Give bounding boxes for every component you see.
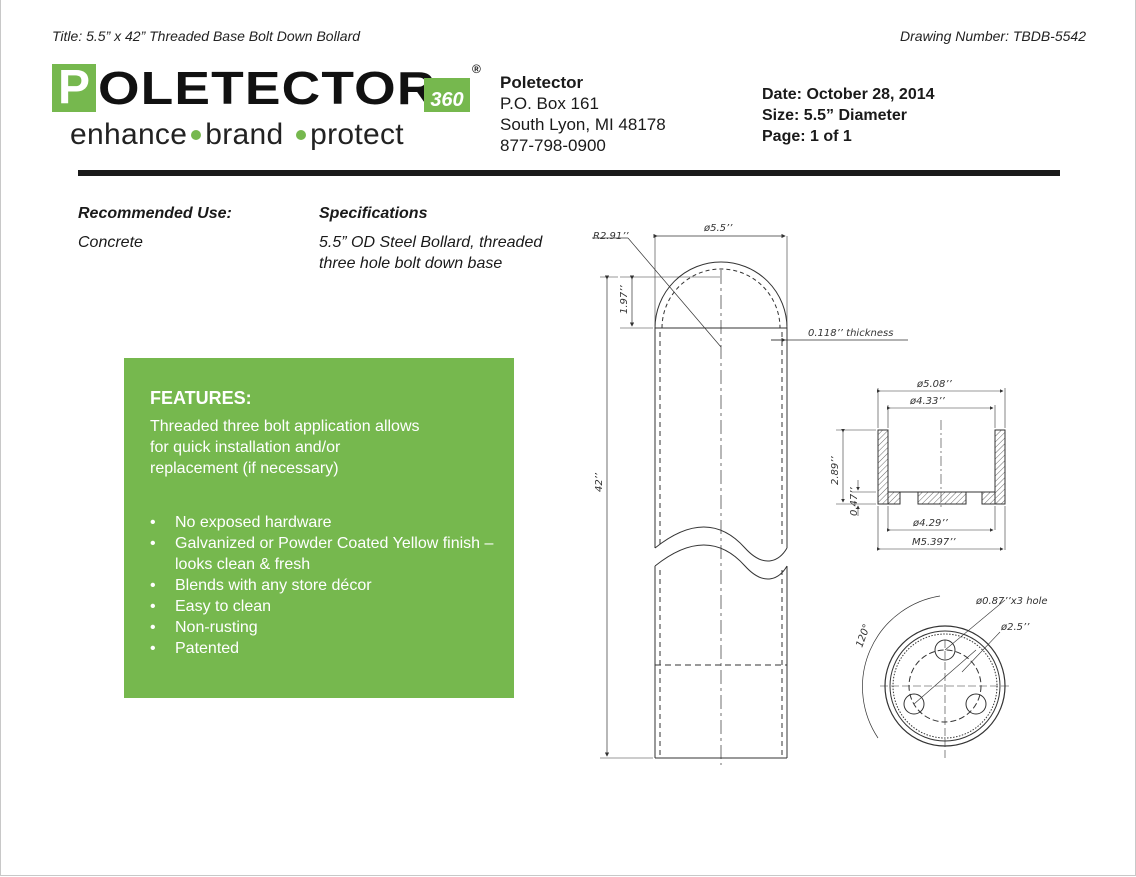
dim-base-inner: ø4.33’’ bbox=[909, 396, 946, 407]
registered-mark: ® bbox=[472, 62, 481, 76]
dim-holes: ø0.87’’x3 hole bbox=[975, 596, 1048, 607]
features-list: No exposed hardware Galvanized or Powder… bbox=[150, 512, 495, 659]
dim-angle: 120° bbox=[854, 623, 873, 649]
base-plan-view bbox=[862, 595, 1010, 760]
dim-dome-height: 1.97’’ bbox=[619, 285, 630, 314]
company-name: Poletector bbox=[500, 73, 584, 92]
company-po-box: P.O. Box 161 bbox=[500, 94, 599, 113]
dim-bore: ø4.29’’ bbox=[912, 518, 949, 529]
feature-item: No exposed hardware bbox=[150, 512, 495, 533]
poletector-logo: P OLETECTOR 360 ® enhance brand protect bbox=[52, 62, 492, 164]
tagline-dot-icon bbox=[191, 130, 202, 141]
dim-base-plate: 0.47’’ bbox=[849, 487, 860, 516]
feature-item: Blends with any store décor bbox=[150, 575, 495, 596]
dim-length: 42’’ bbox=[594, 472, 605, 492]
recommended-use-heading: Recommended Use: bbox=[78, 205, 232, 222]
recommended-use-value: Concrete bbox=[78, 234, 143, 251]
company-city: South Lyon, MI 48178 bbox=[500, 115, 666, 134]
drawing-number: Drawing Number: TBDB-5542 bbox=[900, 28, 1086, 44]
bollard-dimension-labels: R2.91’’ ø5.5’’ 1.97’’ 0.118’’ thickness … bbox=[593, 223, 893, 492]
plan-dimension-labels: ø0.87’’x3 hole ø2.5’’ 120° bbox=[854, 596, 1047, 649]
feature-item: Easy to clean bbox=[150, 596, 495, 617]
meta-date: Date: October 28, 2014 bbox=[762, 86, 935, 103]
meta-size: Size: 5.5” Diameter bbox=[762, 107, 907, 124]
feature-item: Galvanized or Powder Coated Yellow finis… bbox=[150, 533, 495, 575]
features-intro: Threaded three bolt application allows f… bbox=[150, 418, 420, 477]
dim-base-outer: ø5.08’’ bbox=[916, 379, 953, 390]
feature-item: Patented bbox=[150, 638, 495, 659]
logo-first-letter: P bbox=[52, 64, 96, 112]
drawing-title: Title: 5.5” x 42” Threaded Base Bolt Dow… bbox=[52, 28, 361, 44]
base-dimension-labels: ø5.08’’ ø4.33’’ 2.89’’ 0.47’’ ø4.29’’ M5… bbox=[830, 379, 956, 548]
tagline-enhance: enhance bbox=[70, 118, 188, 151]
dim-thread: M5.397’’ bbox=[912, 537, 956, 548]
logo-wordmark: P OLETECTOR bbox=[52, 64, 435, 112]
meta-page: Page: 1 of 1 bbox=[762, 128, 852, 145]
tagline-dot-icon bbox=[296, 130, 307, 141]
dim-bolt-circle: ø2.5’’ bbox=[1000, 622, 1030, 633]
dim-top-diameter: ø5.5’’ bbox=[703, 223, 733, 234]
tagline-brand: brand bbox=[205, 118, 284, 151]
company-address: Poletector P.O. Box 161 South Lyon, MI 4… bbox=[500, 72, 666, 156]
features-panel: FEATURES: Threaded three bolt applicatio… bbox=[124, 358, 514, 698]
logo-tagline: enhance brand protect bbox=[70, 118, 404, 152]
company-phone: 877-798-0900 bbox=[500, 136, 606, 155]
dim-thickness: 0.118’’ thickness bbox=[808, 328, 893, 339]
tagline-protect: protect bbox=[310, 118, 404, 151]
drawing-meta: Date: October 28, 2014 Size: 5.5” Diamet… bbox=[762, 84, 935, 147]
features-title: FEATURES: bbox=[150, 388, 252, 408]
dim-radius: R2.91’’ bbox=[593, 231, 629, 242]
dim-base-height: 2.89’’ bbox=[830, 456, 841, 485]
bollard-elevation bbox=[592, 233, 908, 765]
specifications-heading: Specifications bbox=[319, 205, 428, 222]
header-divider bbox=[78, 170, 1060, 176]
logo-word: OLETECTOR bbox=[98, 62, 437, 114]
logo-360-badge: 360 bbox=[424, 78, 470, 112]
base-section bbox=[836, 388, 1006, 551]
feature-item: Non-rusting bbox=[150, 617, 495, 638]
specifications-value: 5.5” OD Steel Bollard, threaded three ho… bbox=[319, 234, 543, 272]
